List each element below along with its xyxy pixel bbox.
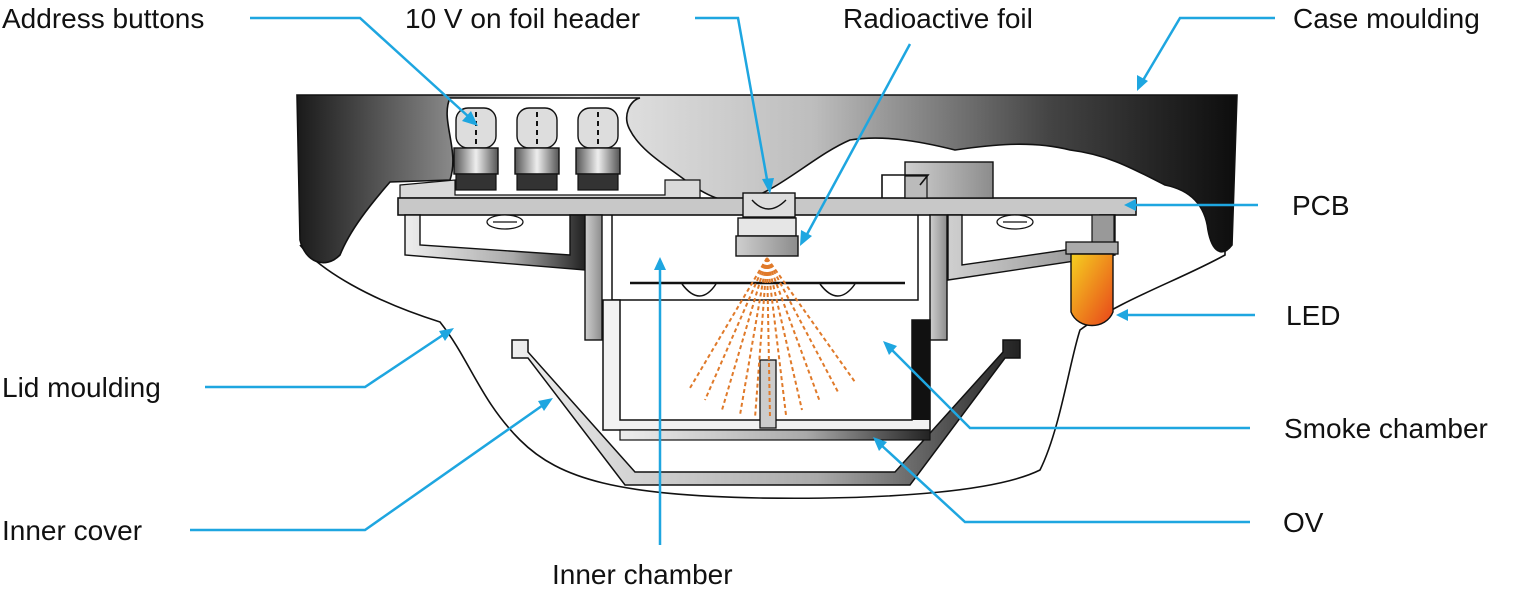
inner-cover bbox=[511, 339, 1021, 486]
led bbox=[1065, 241, 1119, 327]
leader-pcb bbox=[1124, 199, 1258, 211]
leader-case-moulding bbox=[1137, 16, 1275, 91]
leader-lines bbox=[190, 16, 1275, 545]
leader-address-buttons bbox=[250, 16, 478, 126]
mounting-bracket-left bbox=[404, 214, 586, 271]
leader-lid-moulding bbox=[205, 328, 454, 389]
label-smoke-chamber: Smoke chamber bbox=[1284, 413, 1488, 444]
foil-header bbox=[742, 192, 796, 218]
label-foil-header: 10 V on foil header bbox=[405, 3, 640, 34]
label-inner-cover: Inner cover bbox=[2, 515, 142, 546]
leader-radioactive-foil bbox=[800, 43, 912, 246]
leader-foil-header bbox=[695, 16, 774, 194]
radioactive-foil bbox=[735, 217, 799, 257]
address-button bbox=[514, 107, 560, 191]
label-ov: OV bbox=[1283, 507, 1324, 538]
leader-led bbox=[1116, 309, 1255, 321]
label-led: LED bbox=[1286, 300, 1340, 331]
mounting-bracket-right bbox=[947, 214, 1116, 281]
label-case-moulding: Case moulding bbox=[1293, 3, 1480, 34]
address-button bbox=[453, 107, 499, 191]
leader-inner-chamber bbox=[654, 257, 666, 545]
leader-ov bbox=[873, 437, 1250, 524]
label-inner-chamber: Inner chamber bbox=[552, 559, 733, 590]
ov-post bbox=[759, 359, 777, 429]
radiation-particles bbox=[689, 257, 856, 419]
label-address-buttons: Address buttons bbox=[2, 3, 204, 34]
leader-inner-cover bbox=[190, 398, 553, 532]
inner-cover-floor bbox=[619, 429, 931, 441]
smoke-chamber-right-wall bbox=[912, 320, 930, 420]
chamber-post-right bbox=[929, 214, 948, 341]
leader-smoke-chamber bbox=[883, 341, 1250, 430]
label-radioactive-foil: Radioactive foil bbox=[843, 3, 1033, 34]
label-pcb: PCB bbox=[1292, 190, 1350, 221]
inner-chamber-ripple bbox=[681, 283, 856, 297]
chamber-post-left bbox=[584, 214, 603, 341]
label-lid-moulding: Lid moulding bbox=[2, 372, 161, 403]
address-buttons-group bbox=[453, 107, 621, 191]
pcb-connector bbox=[881, 161, 994, 199]
address-button bbox=[575, 107, 621, 191]
inner-chamber bbox=[611, 215, 919, 301]
